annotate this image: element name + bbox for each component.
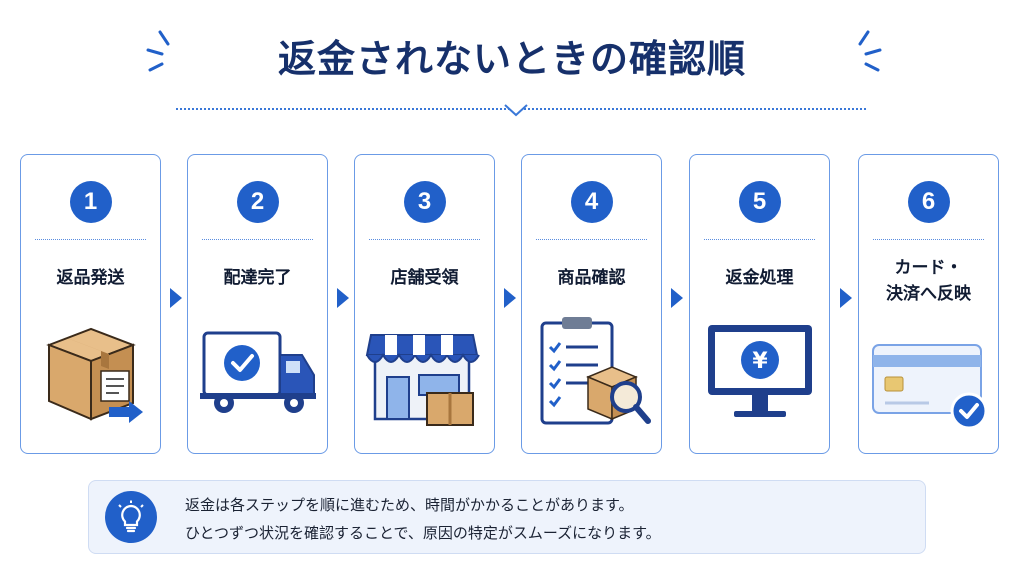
step-card-6: 6 カード・ 決済へ反映 [858,154,999,454]
step-label-6: カード・ 決済へ反映 [863,255,994,307]
note-text: 返金は各ステップを順に進むため、時間がかかることがあります。 ひとつずつ状況を確… [185,491,915,547]
step-card-4: 4 商品確認 [521,154,662,454]
flow-arrow [170,288,182,308]
step-divider [202,239,313,240]
step-card-2: 2 配達完了 [187,154,328,454]
step-label-6-line1: カード・ [894,258,963,278]
flow-arrow [840,288,852,308]
credit-card-check-icon [872,344,988,430]
step-divider [369,239,480,240]
clipboard-inspection-icon [540,317,651,425]
step-divider [873,239,984,240]
step-number-6: 6 [907,181,950,223]
step-card-3: 3 店舗受領 [354,154,495,454]
sparkle-left-icon [146,30,170,72]
step-card-1: 1 返品発送 [20,154,161,454]
store-received-icon [365,334,480,426]
step-number-5: 5 [738,181,781,223]
chevron-down-icon [504,104,528,117]
step-divider [35,239,146,240]
note-line-2: ひとつずつ状況を確認することで、原因の特定がスムーズになります。 [185,524,661,542]
step-divider [536,239,647,240]
step-label-6-line2: 決済へ反映 [886,284,971,304]
sparkle-right-icon [858,30,882,72]
svg-text:¥: ¥ [752,349,768,374]
step-label-1: 返品発送 [56,268,125,288]
step-number-1: 1 [69,181,112,223]
step-label-4: 商品確認 [557,268,626,288]
flow-arrow [504,288,516,308]
flow-arrow [671,288,683,308]
step-number-2: 2 [236,181,279,223]
step-label-3: 店舗受領 [390,268,459,288]
step-label-2: 配達完了 [223,268,292,288]
box-shipping-icon [46,327,143,423]
monitor-yen-icon: ¥ [708,325,812,417]
flow-arrow [337,288,349,308]
step-divider [704,239,815,240]
note-line-1: 返金は各ステップを順に進むため、時間がかかることがあります。 [185,496,634,514]
delivery-truck-check-icon [200,331,316,413]
page-title: 返金されないときの確認順 [277,37,746,81]
info-note: 返金は各ステップを順に進むため、時間がかかることがあります。 ひとつずつ状況を確… [88,480,926,554]
step-card-5: 5 返金処理 ¥ [689,154,830,454]
step-number-4: 4 [570,181,613,223]
step-label-5: 返金処理 [725,268,794,288]
lightbulb-icon [105,491,157,543]
step-number-3: 3 [403,181,446,223]
